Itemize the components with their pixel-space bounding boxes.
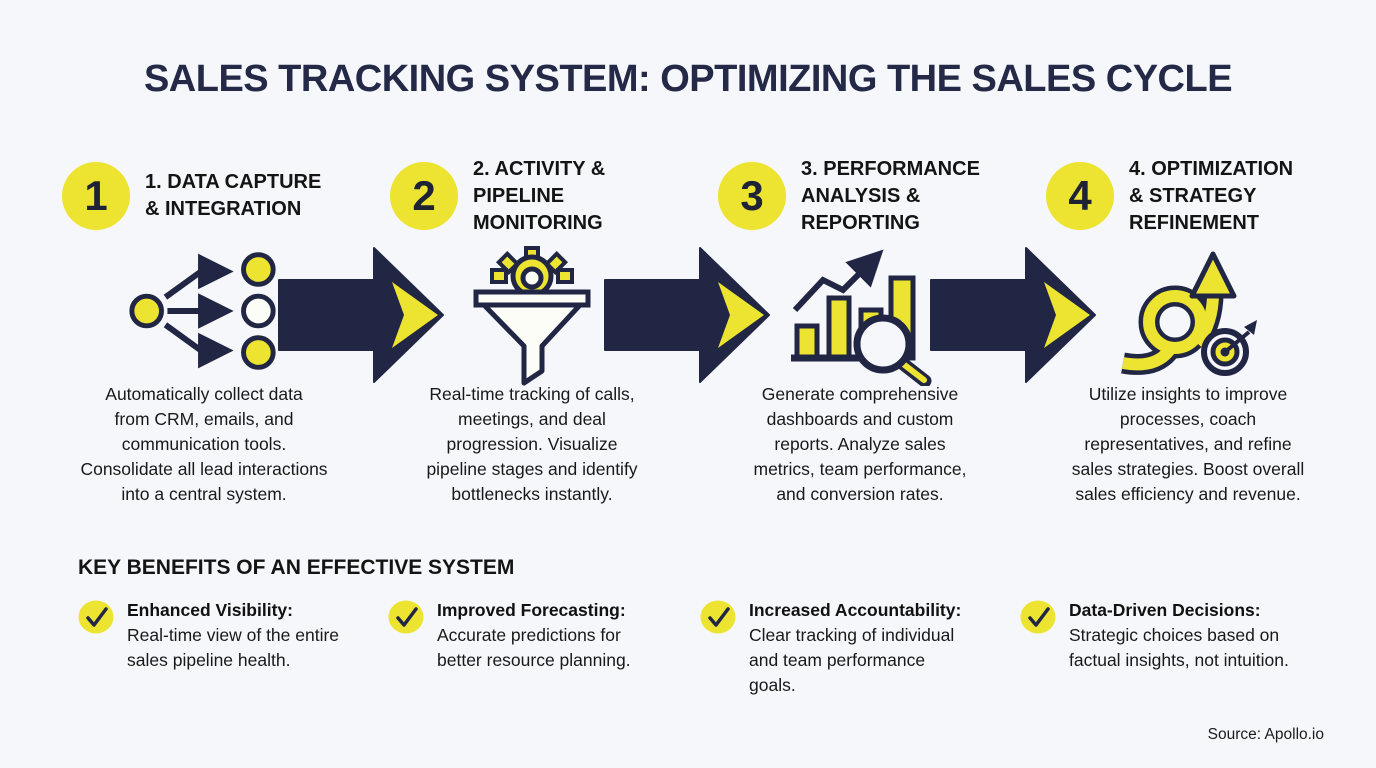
step-2-heading: 2. ACTIVITY & PIPELINE MONITORING xyxy=(473,157,606,234)
benefit-title: Enhanced Visibility: xyxy=(127,600,293,620)
loop-target-icon xyxy=(1046,238,1330,384)
step-3-header: 3 3. PERFORMANCE ANALYSIS & REPORTING xyxy=(718,150,1002,242)
benefit-item-decisions: Data-Driven Decisions: Strategic choices… xyxy=(1020,598,1289,673)
step-1-description: Automatically collect data from CRM, ema… xyxy=(80,384,328,504)
step-4-heading: 4. OPTIMIZATION & STRATEGY REFINEMENT xyxy=(1129,157,1294,234)
source-attribution: Source: Apollo.io xyxy=(1207,726,1324,743)
benefit-title: Data-Driven Decisions: xyxy=(1069,600,1261,620)
step-1-number-badge: 1 xyxy=(62,162,130,230)
flow-arrow-icon xyxy=(604,247,770,383)
check-icon xyxy=(78,600,114,634)
check-icon xyxy=(1020,600,1056,634)
benefit-title: Improved Forecasting: xyxy=(437,600,626,620)
step-1-heading: 1. DATA CAPTURE & INTEGRATION xyxy=(145,171,322,220)
step-1-header: 1 1. DATA CAPTURE & INTEGRATION xyxy=(62,150,346,242)
benefit-text: Clear tracking of individual and team pe… xyxy=(749,625,955,695)
step-2-number-badge: 2 xyxy=(390,162,458,230)
benefits-heading: KEY BENEFITS OF AN EFFECTIVE SYSTEM xyxy=(78,556,515,579)
benefit-item-accountability: Increased Accountability: Clear tracking… xyxy=(700,598,961,698)
benefit-title: Increased Accountability: xyxy=(749,600,962,620)
step-3-number-badge: 3 xyxy=(718,162,786,230)
benefit-item-visibility: Enhanced Visibility: Real-time view of t… xyxy=(78,598,339,673)
benefit-item-forecasting: Improved Forecasting: Accurate predictio… xyxy=(388,598,631,673)
benefit-text: Accurate predictions for better resource… xyxy=(437,625,631,670)
chart-magnifier-icon xyxy=(718,238,1002,386)
check-icon xyxy=(388,600,424,634)
benefit-text: Strategic choices based on factual insig… xyxy=(1069,625,1289,670)
benefit-text: Real-time view of the entire sales pipel… xyxy=(127,625,340,670)
step-4-number-badge: 4 xyxy=(1046,162,1114,230)
step-4-description: Utilize insights to improve processes, c… xyxy=(1071,384,1305,504)
step-2-header: 2 2. ACTIVITY & PIPELINE MONITORING xyxy=(390,150,674,242)
check-icon xyxy=(700,600,736,634)
step-4-header: 4 4. OPTIMIZATION & STRATEGY REFINEMENT xyxy=(1046,150,1330,242)
data-network-icon xyxy=(62,238,346,384)
flow-arrow-icon xyxy=(278,247,444,383)
step-2-description: Real-time tracking of calls, meetings, a… xyxy=(426,384,638,504)
flow-arrow-icon xyxy=(930,247,1096,383)
step-3-description: Generate comprehensive dashboards and cu… xyxy=(753,384,967,504)
step-3-heading: 3. PERFORMANCE ANALYSIS & REPORTING xyxy=(801,157,980,234)
funnel-gear-icon xyxy=(390,238,674,386)
page-title: SALES TRACKING SYSTEM: OPTIMIZING THE SA… xyxy=(143,58,1233,100)
